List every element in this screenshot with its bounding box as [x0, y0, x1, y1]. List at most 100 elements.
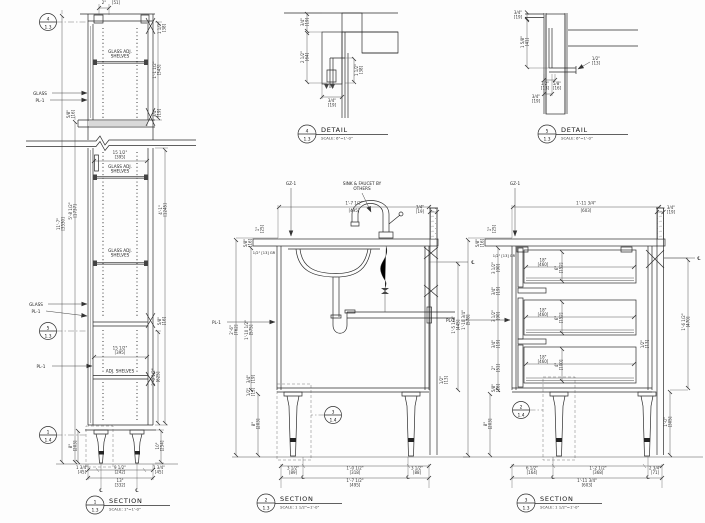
s3-drawer-1	[517, 247, 637, 288]
svg-text:1.3: 1.3	[45, 25, 52, 31]
s1-dim-text-r19: 3/4"[19]	[152, 108, 161, 117]
s3-cl-left-leg: ℄	[551, 475, 555, 481]
s2-dim-text-lh575: 1'-10 1/2"[575]	[244, 320, 253, 340]
svg-text:SCALE: 1"=1'-0": SCALE: 1"=1'-0"	[109, 507, 141, 512]
s2-dim-text-l19: 3/4"[19]	[246, 374, 255, 383]
s3-countertop	[484, 238, 666, 247]
s2-legs	[283, 391, 421, 457]
d4-ext-lines	[307, 12, 354, 99]
d4-dim-text-b: 2 1/2"[64]	[300, 51, 309, 63]
s1-shelf-label-1: GLASS ADJ.SHELVES	[108, 49, 132, 59]
s3-view-title: 3 1.3 SECTION SCALE: 1 1/2"=1'-0"	[516, 493, 602, 513]
s3-drawer-3	[517, 344, 637, 388]
svg-text:2: 2	[520, 405, 523, 411]
s1-pl1-label-3: PL-1	[37, 364, 46, 369]
s2-leg-ferrules	[290, 438, 414, 442]
d5-dim-text-a: 3/4"[19]	[514, 10, 523, 20]
s1-dim-text-b45b: 1 3/4"[45]	[153, 465, 165, 475]
s1-counter-band	[88, 121, 148, 126]
s1-shelf-clips	[93, 59, 148, 266]
svg-text:1: 1	[47, 430, 50, 436]
s3-dim-text-b164: 6 1/2"[164]	[526, 466, 538, 476]
s1-dim-text-top2: 2"[51]	[102, 0, 121, 5]
s1-pl1-label: PL-1	[36, 98, 45, 103]
s2-cl-right-leg: ℄	[406, 475, 410, 481]
s1-shelf-pin-holes	[102, 28, 138, 422]
svg-text:SCALE: 6"=1'-0": SCALE: 6"=1'-0"	[321, 136, 353, 141]
s2-faucet	[350, 200, 401, 239]
s1-dim-text-b332: 13"[332]	[115, 478, 126, 488]
s1-chain-ticks	[95, 467, 147, 473]
s2-drain-trap	[330, 277, 455, 334]
svg-text:1.4: 1.4	[45, 438, 52, 444]
section-3-view: ℄ GZ-1 PL-1 1/2" [13] GR 1'-11 3/4"[603]…	[446, 181, 703, 513]
s3-dim-text-leg203: 8"[203]	[483, 418, 492, 429]
s3-leg-detail-box	[542, 376, 576, 461]
svg-text:4: 4	[47, 17, 50, 23]
s3-dim-text-l19a: 3/4"[19]	[491, 286, 500, 295]
d5-dim-text-c: 1/2"[13]	[592, 56, 601, 66]
s2-wall-lines	[429, 207, 438, 455]
svg-text:SECTION: SECTION	[109, 497, 143, 505]
s1-dim-text-b242: 9 1/2"[242]	[114, 465, 126, 475]
s3-dim-text-dw3: 18"[460]	[538, 355, 549, 365]
s3-legs	[549, 391, 657, 457]
svg-text:SCALE: 1 1/2"=1'-0": SCALE: 1 1/2"=1'-0"	[540, 505, 579, 510]
s1-dim-text-h3530: 11'-7"[3530]	[56, 217, 65, 231]
s1-blocking-x-marks	[145, 17, 156, 387]
d5-linework	[525, 13, 638, 114]
s3-dim-text-w603: 1'-11 3/4"[603]	[576, 201, 596, 214]
svg-text:1.4: 1.4	[518, 413, 525, 419]
s2-dim-text-b318: 1'-0 1/2"[318]	[346, 466, 363, 476]
svg-text:3: 3	[332, 410, 335, 416]
s3-carcass-linework	[511, 246, 653, 393]
s1-dim-text-r343: 1'-1 1/2"[343]	[152, 61, 161, 78]
s3-dim-text-dh1: 6"[152]	[554, 262, 563, 273]
s2-dim-text-leg203: 8"[203]	[251, 418, 260, 429]
s1-centerline-symbol-right: ℄	[135, 488, 139, 494]
svg-text:DETAIL: DETAIL	[321, 126, 348, 134]
svg-text:SCALE: 6"=1'-0": SCALE: 6"=1'-0"	[561, 136, 593, 141]
s2-dim-text-b89a: 3 1/2"[89]	[287, 466, 299, 476]
s3-dim-text-lh578: 1'-10 3/4"[578]	[461, 310, 470, 330]
svg-text:1.3: 1.3	[92, 508, 99, 514]
d4-fastener-arrows	[324, 84, 335, 89]
s3-slide-block-2	[517, 338, 547, 345]
s3-dim-text-l19b: 3/4"[19]	[491, 339, 500, 348]
detail-4-view: 3/4"[19] 2 1/2"[64] 1 1/2"[38] 3/4"[19] …	[284, 11, 399, 144]
d4-dim-text-a: 3/4"[19]	[300, 17, 309, 26]
s3-dim-text-dh3: 4"[100]	[554, 359, 563, 370]
s1-detail-callout-top: 4 1.3	[39, 13, 57, 31]
svg-text:1.3: 1.3	[523, 506, 530, 512]
s2-pipe-escutcheon	[426, 306, 432, 324]
d4-view-title: 4 1.3 DETAIL SCALE: 6"=1'-0"	[297, 124, 388, 144]
d5-dim-text-f: 3/4"[19]	[532, 94, 541, 104]
s3-chain-ticks	[551, 463, 647, 469]
svg-text:2: 2	[265, 498, 268, 504]
d5-bracket-leader	[577, 61, 591, 70]
s3-dim-text-l25: 1"[25]	[487, 224, 496, 233]
s2-dim-text-l16: 5/8"[16]	[243, 238, 252, 247]
s2-leg-callout: 3 1.4	[324, 406, 342, 424]
s1-detail-callout-mid: 5 1.3	[39, 322, 57, 340]
s2-chain-ticks	[301, 463, 411, 469]
s2-note-leader	[361, 192, 372, 213]
s1-glass-label-2: GLASS	[29, 302, 43, 307]
s1-dim-text-r38: 1 1/2"[38]	[157, 22, 166, 34]
s1-glass-shelves	[97, 60, 144, 265]
s3-pl1-label: PL-1	[446, 318, 455, 323]
s3-dim-text-r13: 1/2"[13]	[640, 339, 649, 348]
s1-dim-text-l203: 8"[203]	[68, 440, 77, 451]
svg-text:SCALE: 1 1/2"=1'-0": SCALE: 1 1/2"=1'-0"	[280, 505, 319, 510]
s2-dim-text-r445: 1'-5 1/2"[445]	[451, 316, 460, 333]
s3-cl-right-leg: ℄	[646, 475, 650, 481]
s3-extension-lines	[468, 205, 688, 488]
s1-dim-text-w395b: 15 1/2"[395]	[113, 346, 128, 356]
s1-dim-text-r16: 5/8"[16]	[157, 316, 166, 325]
s2-dim-text-bs19: 3/4"[19]	[416, 205, 425, 215]
svg-text:5: 5	[546, 129, 549, 135]
d5-dim-text-e: 5/8"[16]	[553, 81, 562, 91]
s3-dim-text-l16b: 5/8"[16]	[491, 383, 500, 392]
